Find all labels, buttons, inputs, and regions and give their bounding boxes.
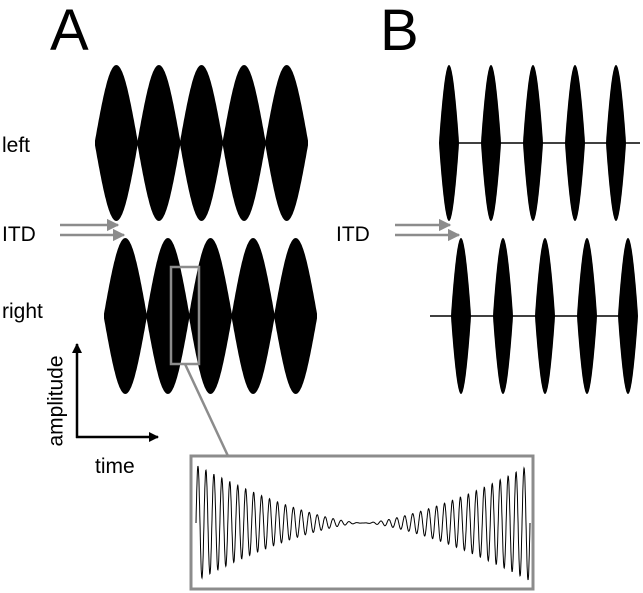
panel-a-right-envelope [104,238,317,394]
right-am-envelope [104,238,317,394]
carrier-waveform [195,465,531,581]
left-channel-label: left [2,134,31,157]
left-pulse-3 [523,65,543,221]
left-am-envelope [95,65,308,221]
panel-b-label: B [380,0,419,63]
left-pulse-2 [481,65,501,221]
panel-a-left-envelope [95,65,308,221]
left-pulse-5 [606,65,626,221]
left-pulse-1 [439,65,459,221]
right-pulse-2 [493,238,513,394]
left-pulse-4 [565,65,585,221]
time-axis-label: time [95,455,135,478]
itd-label-b: ITD [336,223,370,246]
panel-b-right-pulses [430,238,638,394]
right-channel-label: right [2,300,43,323]
panel-a-label: A [50,0,89,63]
zoom-inset-waveform [195,465,531,581]
right-pulse-5 [618,238,638,394]
right-pulse-4 [577,238,597,394]
right-pulse-1 [451,238,471,394]
zoom-connector-line [183,363,230,457]
itd-label-a: ITD [2,223,36,246]
panel-b-left-pulses [439,65,640,221]
right-pulse-3 [535,238,555,394]
